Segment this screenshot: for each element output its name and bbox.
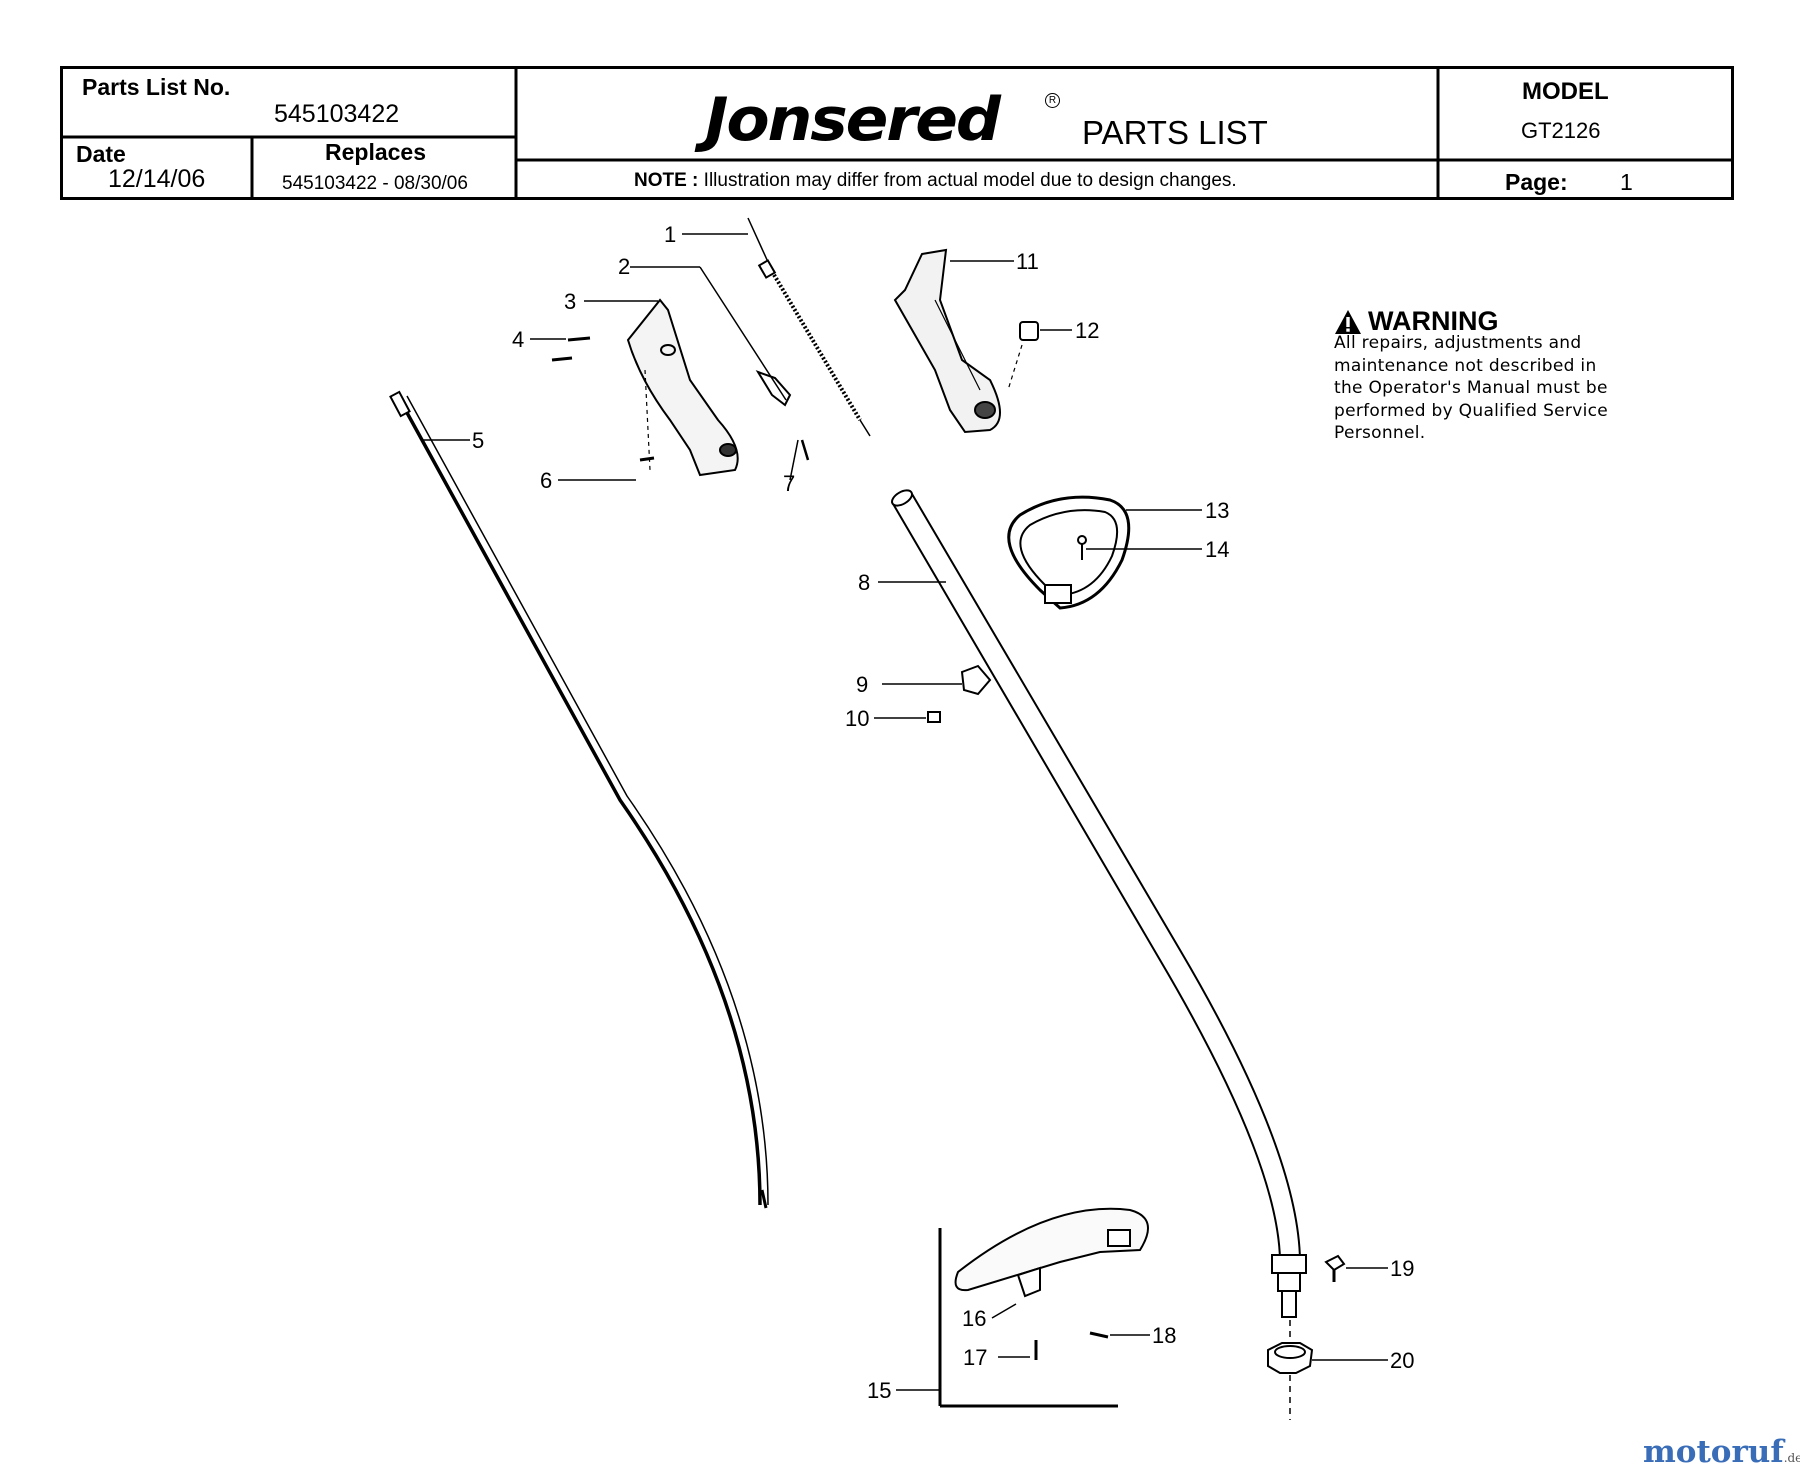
leader-lines (422, 233, 1388, 1391)
loop-handle-part (1007, 495, 1131, 610)
callout-15: 15 (867, 1378, 891, 1403)
parts-list-no-label: Parts List No. (82, 74, 231, 100)
note-body: Illustration may differ from actual mode… (703, 170, 1237, 191)
callout-17: 17 (963, 1345, 987, 1370)
callout-12: 12 (1075, 318, 1099, 343)
nut-part (1267, 1342, 1314, 1374)
guard-kit-part (938, 1207, 1149, 1408)
callout-13: 13 (1205, 498, 1229, 523)
callout-14: 14 (1205, 537, 1229, 562)
watermark-text: motoruf (1643, 1434, 1784, 1470)
registered-mark: R (1045, 93, 1060, 108)
callout-10: 10 (845, 706, 869, 731)
replaces-label: Replaces (325, 139, 427, 165)
callout-8: 8 (858, 570, 870, 595)
callout-6: 6 (540, 468, 552, 493)
warning-line: Personnel. (1334, 423, 1426, 443)
clip-part (960, 664, 992, 696)
watermark-suffix: .de (1783, 1451, 1800, 1465)
shaft-tube-part (891, 489, 1307, 1420)
brand-logo: Jonsered (705, 85, 1001, 155)
callout-20: 20 (1390, 1348, 1414, 1373)
knob-part (1007, 321, 1039, 391)
screw-4-part (551, 336, 591, 362)
model-label: MODEL (1522, 78, 1609, 105)
parts-list-no: 545103422 (274, 100, 400, 128)
date-value: 12/14/06 (108, 165, 206, 193)
note-text: NOTE : Illustration may differ from actu… (634, 170, 1237, 192)
callout-19: 19 (1390, 1256, 1414, 1281)
header-table: Parts List No. 545103422 Date 12/14/06 R… (60, 66, 1734, 200)
warning-line: the Operator's Manual must be (1334, 378, 1608, 398)
model-value: GT2126 (1521, 118, 1601, 143)
note-label: NOTE : (634, 170, 699, 191)
doc-title: PARTS LIST (1082, 114, 1268, 151)
watermark: motoruf.de (1643, 1434, 1800, 1470)
callout-5: 5 (472, 428, 484, 453)
callout-16: 16 (962, 1306, 986, 1331)
replaces-value: 545103422 - 08/30/06 (282, 173, 468, 194)
warning-title: WARNING (1368, 306, 1499, 336)
warning-icon (1335, 309, 1361, 334)
callout-2: 2 (618, 254, 630, 279)
warning-line: All repairs, adjustments and (1334, 333, 1582, 353)
page-number: 1 (1620, 169, 1633, 195)
throttle-housing-part (626, 298, 739, 477)
callout-9: 9 (856, 672, 868, 697)
callout-1: 1 (664, 222, 676, 247)
warning-line: performed by Qualified Service (1334, 400, 1608, 421)
loop-screw-part (1077, 535, 1087, 560)
handle-half-part (893, 248, 1001, 434)
header-grid (60, 66, 1734, 200)
warning-line: maintenance not described in (1334, 355, 1597, 376)
callout-4: 4 (512, 327, 524, 352)
callout-11: 11 (1016, 249, 1039, 274)
clamp-screw-part (1324, 1254, 1346, 1282)
drive-shaft-part (389, 390, 769, 1209)
callout-18: 18 (1152, 1323, 1176, 1348)
throttle-cable-part (747, 217, 871, 437)
screw-7-part (800, 439, 810, 461)
callout-7: 7 (783, 471, 795, 496)
callout-3: 3 (564, 289, 576, 314)
date-label: Date (76, 141, 126, 167)
screw-6-part (639, 456, 655, 462)
warning-block: WARNING All repairs, adjustments and mai… (1334, 306, 1634, 445)
page-label: Page: (1505, 169, 1568, 195)
guard-screw-18-part (1089, 1331, 1109, 1339)
throttle-trigger-part (755, 370, 792, 407)
small-screw-part (927, 711, 941, 723)
